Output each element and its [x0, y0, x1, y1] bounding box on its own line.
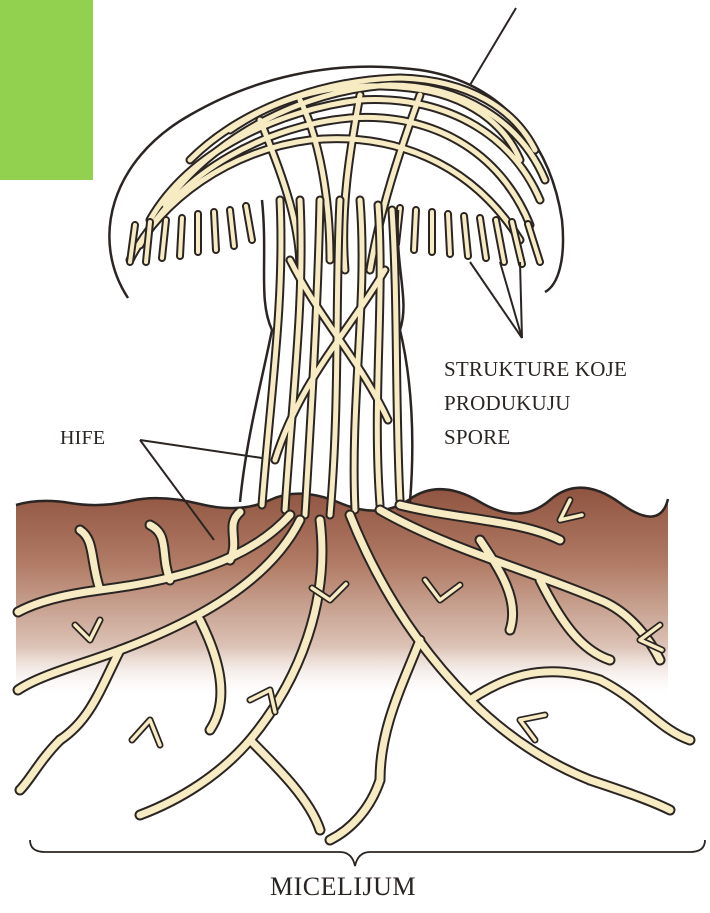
- mycelium-label: MICELIJUM: [270, 872, 416, 902]
- spore-leader-line-1: [470, 262, 522, 338]
- spore-leader-line-2: [500, 262, 522, 338]
- spore-leader-line-3: [520, 262, 522, 338]
- spore-label-line-3: SPORE: [444, 420, 627, 454]
- hyphae-leader-line-2: [140, 440, 262, 458]
- spore-label-line-1: STRUKTURE KOJE: [444, 352, 627, 386]
- hyphae-label: HIFE: [60, 427, 105, 450]
- spore-structures-label: STRUKTURE KOJE PRODUKUJU SPORE: [444, 352, 627, 454]
- accent-block: [0, 0, 93, 180]
- cap-leader-line: [470, 8, 516, 85]
- spore-label-line-2: PRODUKUJU: [444, 386, 627, 420]
- mycelium-brace: [30, 840, 705, 866]
